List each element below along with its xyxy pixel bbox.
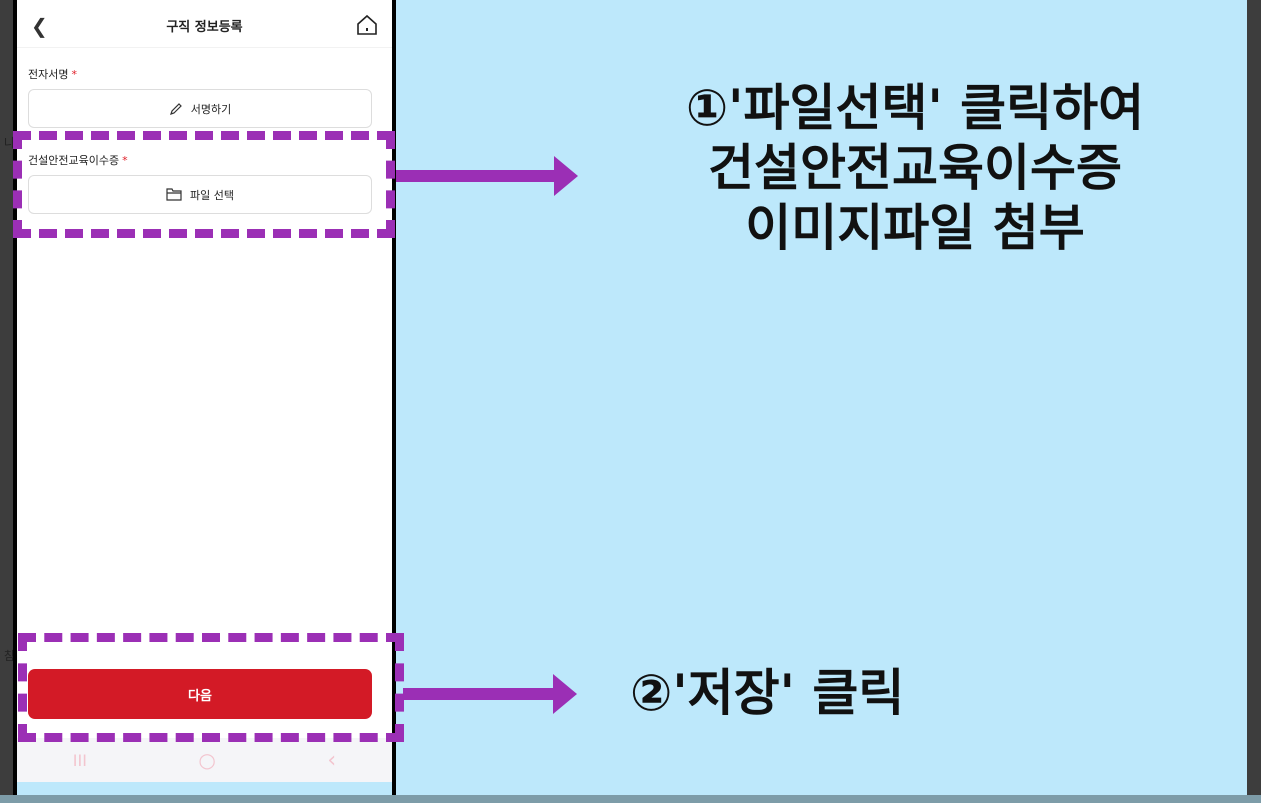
back-nav-icon[interactable]: ‹ <box>327 747 337 773</box>
background-text: 나 <box>4 136 16 150</box>
sign-button[interactable]: 서명하기 <box>28 89 372 128</box>
pencil-icon <box>169 102 182 115</box>
page-title: 구직 정보등록 <box>166 20 243 35</box>
step2-caption: ②'저장' 클릭 <box>630 664 905 722</box>
next-button[interactable]: 다음 <box>28 669 372 719</box>
recent-apps-icon[interactable]: III <box>72 750 87 770</box>
step1-caption: ①'파일선택' 클릭하여 건설안전교육이수증 이미지파일 첨부 <box>600 78 1230 258</box>
folder-icon <box>166 188 182 201</box>
bottom-background-strip <box>0 795 1261 803</box>
back-icon[interactable]: ❮ <box>31 14 48 38</box>
signature-label: 전자서명* <box>28 66 77 82</box>
arrow-icon <box>403 674 577 714</box>
left-background-strip <box>0 0 14 803</box>
right-background-strip <box>1247 0 1261 803</box>
home-icon[interactable] <box>356 14 378 40</box>
home-nav-icon[interactable]: ○ <box>198 748 216 772</box>
step1-line: 건설안전교육이수증 <box>708 139 1122 197</box>
android-nav-bar: III ○ ‹ <box>17 738 392 782</box>
step1-line: 이미지파일 첨부 <box>745 199 1085 257</box>
certificate-label: 건설안전교육이수증* <box>28 152 128 168</box>
background-text: 참 <box>4 649 16 663</box>
phone-bottom-area <box>17 782 392 799</box>
highlight-box-file-select <box>13 131 395 238</box>
app-header: ❮ 구직 정보등록 <box>17 0 392 48</box>
required-mark: * <box>122 154 128 167</box>
sign-button-label: 서명하기 <box>190 102 232 116</box>
arrow-icon <box>396 156 578 196</box>
certificate-label-text: 건설안전교육이수증 <box>28 154 120 167</box>
step1-line: ①'파일선택' 클릭하여 <box>685 79 1145 137</box>
required-mark: * <box>71 68 77 81</box>
signature-label-text: 전자서명 <box>28 68 69 81</box>
file-select-label: 파일 선택 <box>190 188 234 202</box>
file-select-button[interactable]: 파일 선택 <box>28 175 372 214</box>
highlight-box-next <box>18 633 404 742</box>
